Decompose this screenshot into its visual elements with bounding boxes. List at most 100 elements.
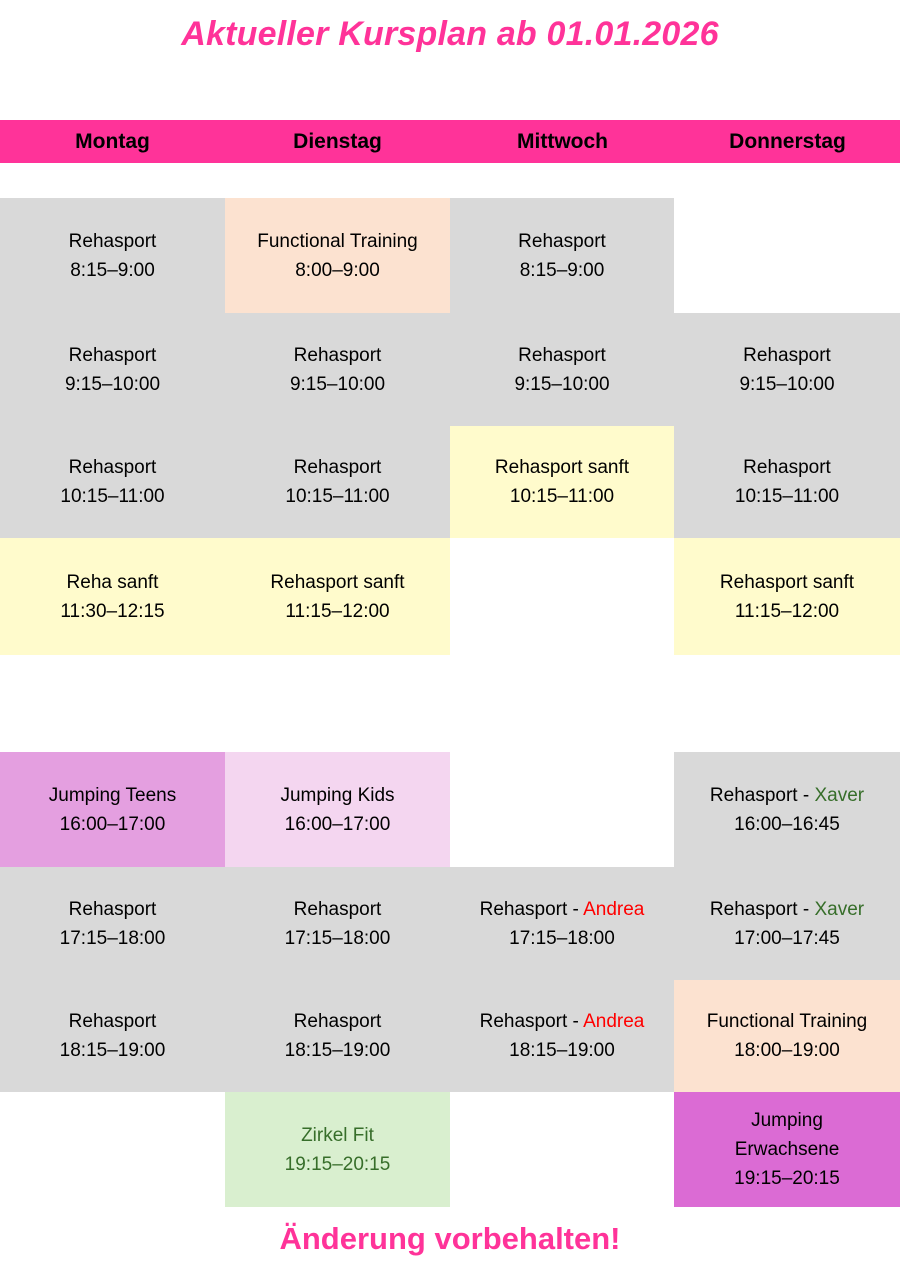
course-time: 8:00–9:00: [295, 259, 380, 281]
course-cell[interactable]: Rehasport 10:15–11:00: [0, 426, 225, 538]
course-time: 17:00–17:45: [734, 927, 840, 949]
course-cell[interactable]: Rehasport sanft 11:15–12:00: [225, 538, 450, 655]
course-time: 17:15–18:00: [59, 927, 166, 949]
day-header-montag: Montag: [75, 130, 150, 153]
day-header-donnerstag: Donnerstag: [729, 130, 846, 153]
course-cell[interactable]: Jumping Kids 16:00–17:00: [225, 752, 450, 867]
course-cell[interactable]: Jumping Teens 16:00–17:00: [0, 752, 225, 867]
page-title: Aktueller Kursplan ab 01.01.2026: [181, 15, 719, 53]
course-cell[interactable]: Rehasport 8:15–9:00: [0, 198, 225, 313]
course-cell[interactable]: Rehasport 10:15–11:00: [225, 426, 450, 538]
course-name: Rehasport: [293, 344, 382, 366]
course-cell-empty: [450, 752, 674, 867]
course-name: Jumping Teens: [48, 784, 177, 806]
day-header-mittwoch: Mittwoch: [517, 130, 608, 153]
course-name: Rehasport: [518, 344, 606, 366]
course-time: 18:15–19:00: [284, 1040, 391, 1061]
trainer-name: Xaver: [814, 784, 865, 806]
course-time: 18:15–19:00: [59, 1040, 166, 1061]
course-name: Rehasport: [68, 457, 157, 478]
course-name-line2: Erwachsene: [734, 1139, 840, 1160]
course-time: 11:30–12:15: [60, 600, 165, 622]
day-header-row: Montag Dienstag Mittwoch Donnerstag: [0, 120, 900, 163]
course-name: Rehasport: [293, 457, 382, 478]
course-time: 10:15–11:00: [734, 486, 840, 507]
course-cell[interactable]: Rehasport 9:15–10:00: [225, 313, 450, 426]
course-time: 9:15–10:00: [739, 373, 835, 395]
course-name: Rehasport -: [709, 784, 815, 806]
footer-disclaimer: Änderung vorbehalten!: [279, 1221, 621, 1256]
course-cell[interactable]: Rehasport 9:15–10:00: [450, 313, 674, 426]
course-cell[interactable]: Rehasport - Andrea 18:15–19:00: [450, 980, 674, 1092]
course-name: Rehasport sanft: [494, 457, 630, 478]
course-cell-empty: [450, 538, 674, 655]
trainer-name: Andrea: [583, 1011, 645, 1032]
course-name: Rehasport: [68, 344, 157, 366]
course-cell-empty: [674, 198, 900, 313]
course-cell[interactable]: Rehasport sanft 10:15–11:00: [450, 426, 674, 538]
course-name: Rehasport sanft: [270, 571, 405, 593]
course-cell[interactable]: Rehasport 18:15–19:00: [0, 980, 225, 1092]
course-cell[interactable]: Functional Training 18:00–19:00: [674, 980, 900, 1092]
course-cell[interactable]: Rehasport 8:15–9:00: [450, 198, 674, 313]
course-name-with-trainer: Rehasport - Xaver: [710, 781, 864, 810]
course-time: 17:15–18:00: [284, 927, 391, 949]
course-cell[interactable]: Rehasport sanft 11:15–12:00: [674, 538, 900, 655]
course-time: 19:15–20:15: [284, 1153, 391, 1175]
course-name-with-trainer: Rehasport - Andrea: [480, 1007, 645, 1036]
course-time: 16:00–17:00: [59, 813, 166, 835]
course-time: 19:15–20:15: [734, 1168, 840, 1189]
course-time: 10:15–11:00: [509, 486, 615, 507]
course-name: Rehasport: [68, 230, 157, 252]
course-name: Functional Training: [257, 230, 418, 252]
course-cell[interactable]: Jumping Erwachsene 19:15–20:15: [674, 1092, 900, 1207]
course-name-with-trainer: Rehasport - Xaver: [710, 895, 864, 924]
course-time: 9:15–10:00: [64, 373, 161, 395]
course-cell[interactable]: Rehasport - Xaver 17:00–17:45: [674, 867, 900, 980]
trainer-name: Andrea: [583, 898, 645, 920]
course-name: Functional Training: [706, 1011, 868, 1032]
course-time: 9:15–10:00: [289, 373, 386, 395]
course-cell[interactable]: Rehasport 9:15–10:00: [674, 313, 900, 426]
course-name: Rehasport: [743, 344, 831, 366]
course-cell[interactable]: Zirkel Fit 19:15–20:15: [225, 1092, 450, 1207]
course-cell[interactable]: Rehasport 10:15–11:00: [674, 426, 900, 538]
course-cell[interactable]: Rehasport - Xaver 16:00–16:45: [674, 752, 900, 867]
course-cell[interactable]: Rehasport 18:15–19:00: [225, 980, 450, 1092]
course-time: 8:15–9:00: [70, 259, 155, 281]
course-cell[interactable]: Reha sanft 11:30–12:15: [0, 538, 225, 655]
course-cell[interactable]: Rehasport 17:15–18:00: [0, 867, 225, 980]
course-time: 10:15–11:00: [285, 486, 390, 507]
course-name: Jumping Kids: [280, 784, 395, 806]
schedule-block-morning: Rehasport 8:15–9:00 Functional Training …: [0, 198, 900, 655]
course-time: 18:00–19:00: [734, 1040, 840, 1061]
course-name: Rehasport: [518, 230, 606, 252]
course-name: Rehasport: [293, 1011, 382, 1032]
course-cell[interactable]: Rehasport 17:15–18:00: [225, 867, 450, 980]
course-name-with-trainer: Rehasport - Andrea: [480, 895, 645, 924]
course-name: Rehasport -: [479, 898, 584, 920]
course-time: 17:15–18:00: [509, 927, 615, 949]
course-name: Jumping: [751, 1110, 823, 1131]
course-name: Reha sanft: [66, 571, 159, 593]
course-time: 11:15–12:00: [734, 600, 840, 622]
course-cell[interactable]: Rehasport 9:15–10:00: [0, 313, 225, 426]
course-time: 9:15–10:00: [514, 373, 610, 395]
course-cell-empty: [450, 1092, 674, 1207]
course-name: Rehasport: [293, 898, 382, 920]
schedule-block-evening: Jumping Teens 16:00–17:00 Jumping Kids 1…: [0, 752, 900, 1207]
course-name: Rehasport: [743, 457, 831, 478]
course-name: Zirkel Fit: [301, 1124, 374, 1146]
course-name: Rehasport sanft: [719, 571, 855, 593]
course-time: 8:15–9:00: [519, 259, 605, 281]
course-name: Rehasport -: [479, 1011, 584, 1032]
course-time: 10:15–11:00: [60, 486, 165, 507]
trainer-name: Xaver: [814, 898, 865, 920]
course-name: Rehasport -: [709, 898, 815, 920]
course-time: 16:00–17:00: [284, 813, 391, 835]
course-time: 18:15–19:00: [509, 1040, 615, 1061]
course-time: 11:15–12:00: [285, 600, 390, 622]
course-cell[interactable]: Rehasport - Andrea 17:15–18:00: [450, 867, 674, 980]
course-name: Rehasport: [68, 1011, 157, 1032]
course-cell[interactable]: Functional Training 8:00–9:00: [225, 198, 450, 313]
